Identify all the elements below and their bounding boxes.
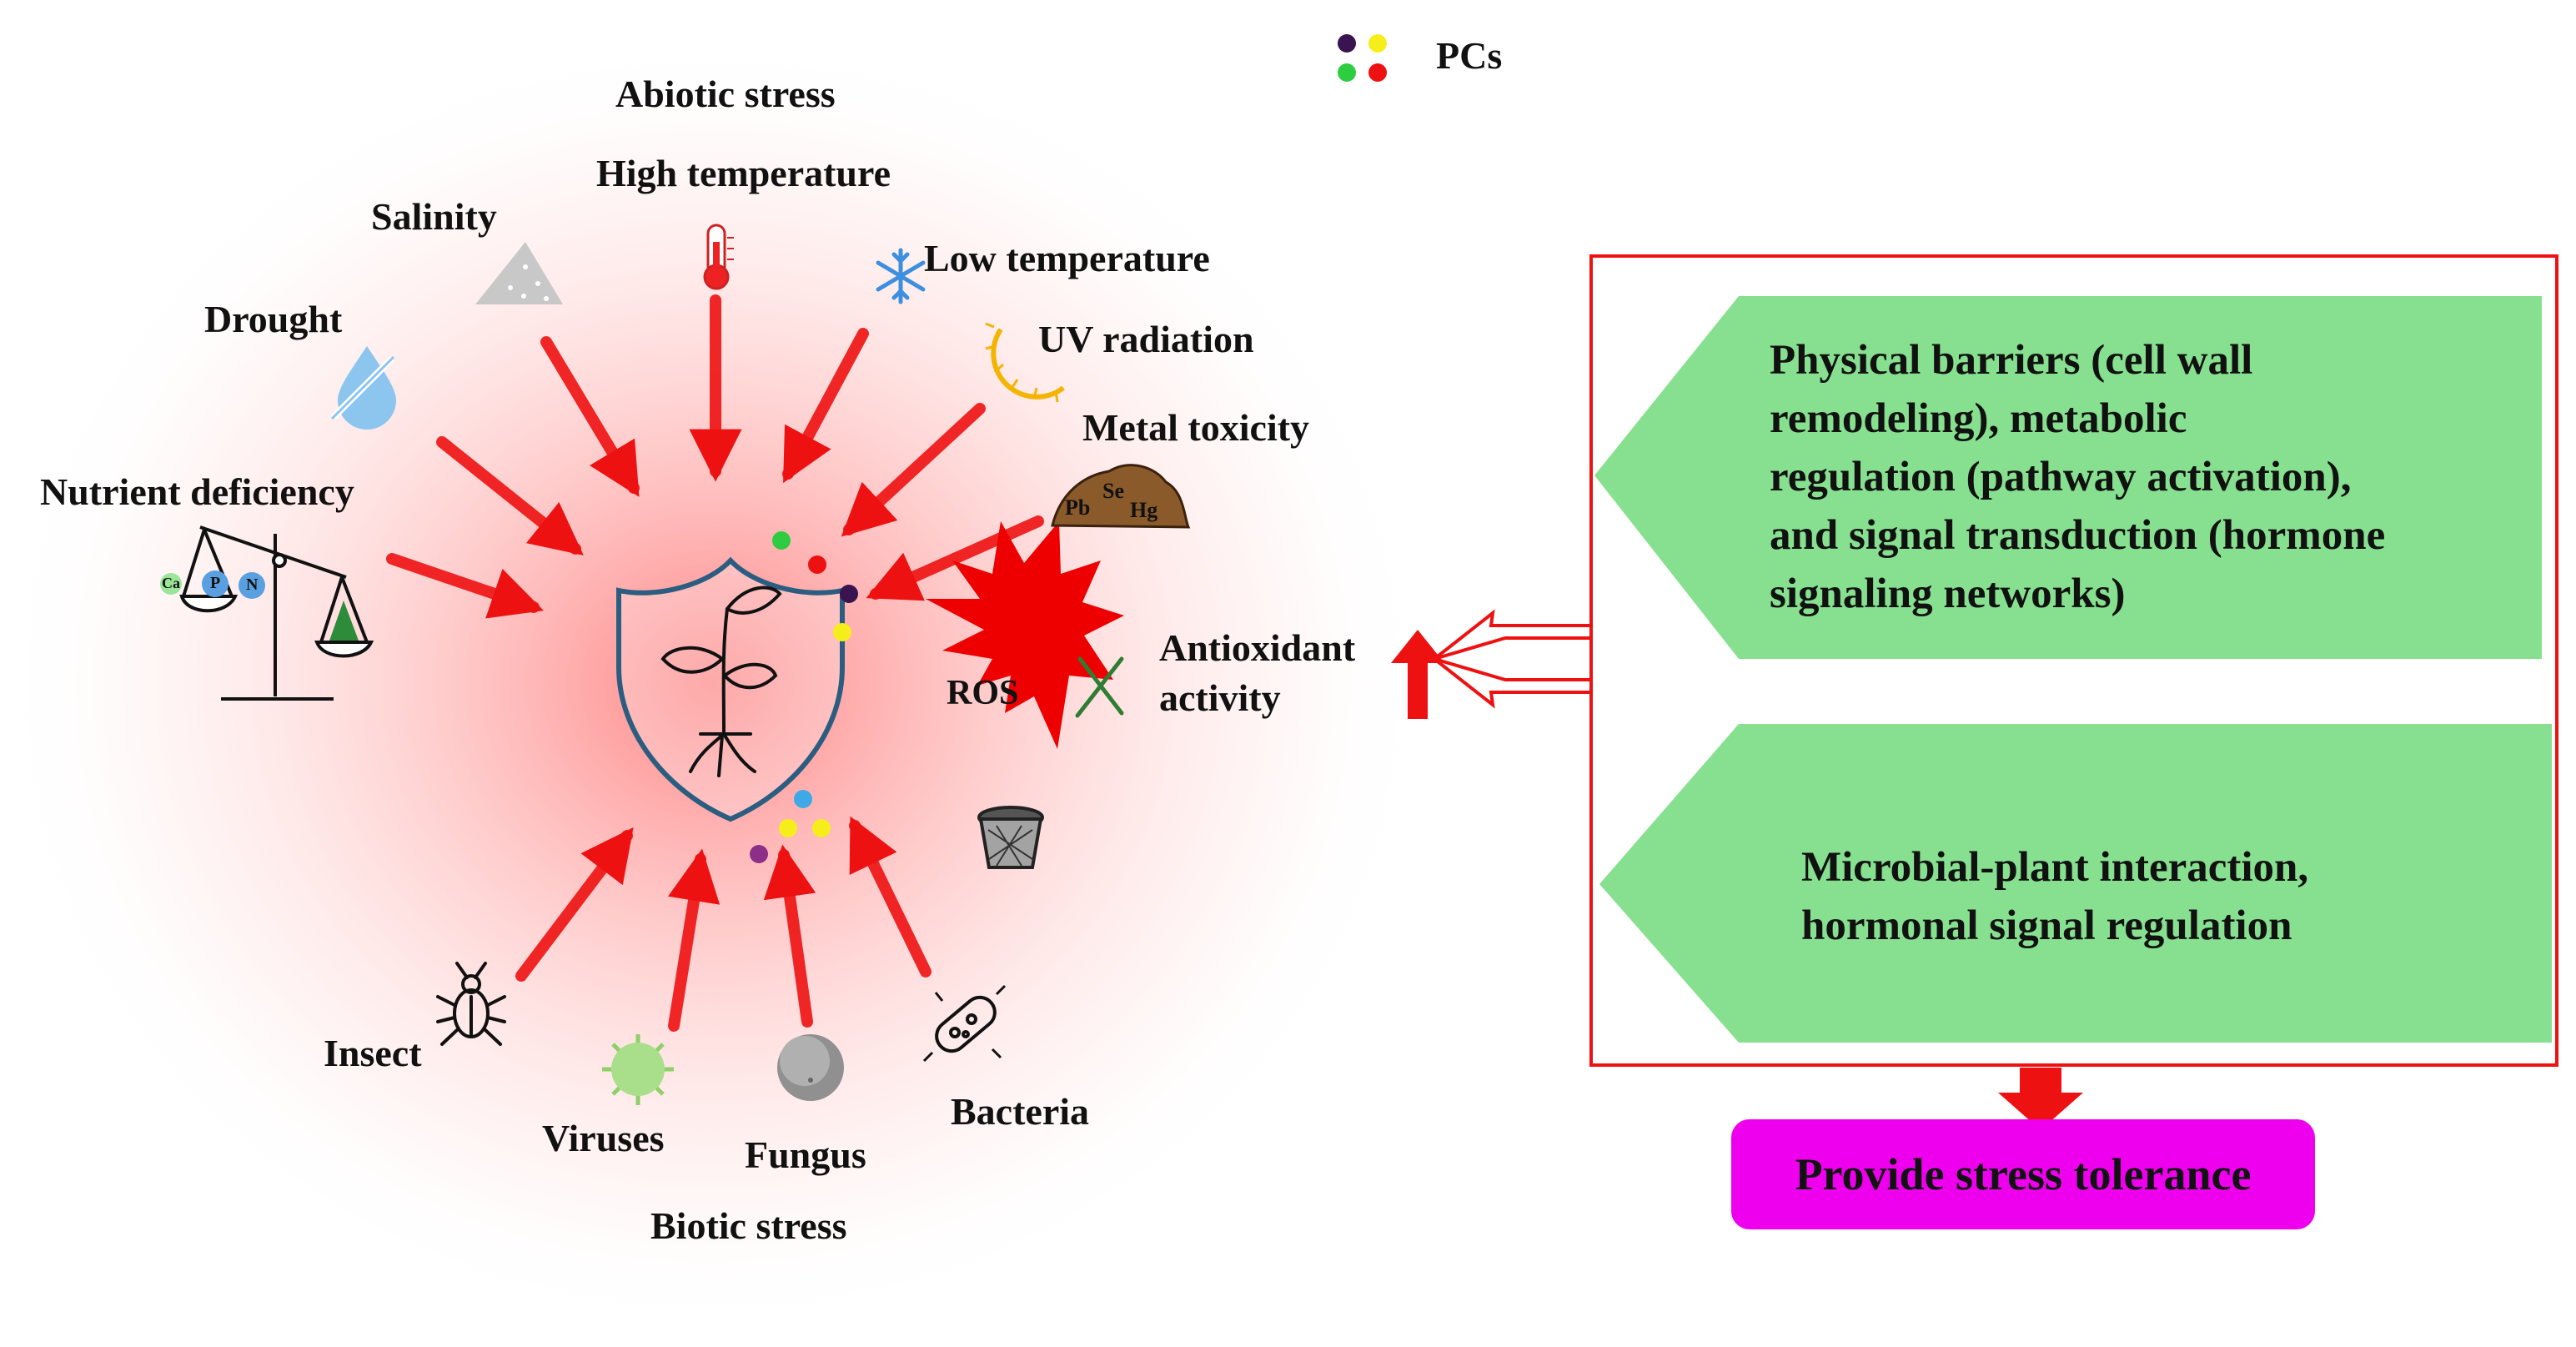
stress-arrows: [386, 294, 1044, 1032]
salt-pile-icon: [475, 242, 563, 304]
arrow-salinity: [540, 336, 640, 497]
fungus-label: Fungus: [745, 1133, 866, 1176]
mechanism-box-1-line: remodeling), metabolic: [1770, 395, 2187, 442]
result-arrow-icon: [1998, 1068, 2083, 1130]
drought-label: Drought: [204, 298, 343, 340]
thermometer-icon: [703, 224, 734, 290]
arrow-bacteria: [849, 816, 931, 978]
mechanism-box-2-text: Microbial-plant interaction, hormonal si…: [1801, 838, 2308, 955]
arrow-drought: [436, 436, 584, 555]
arrow-viruses: [667, 848, 721, 1032]
pc-dot: [750, 845, 768, 863]
legend-dots: [1338, 34, 1387, 82]
high-temperature-label: High temperature: [596, 152, 891, 194]
biotic-stress-label: Biotic stress: [650, 1204, 847, 1247]
pc-dot: [840, 585, 858, 603]
mechanism-box-1-line: signaling networks): [1770, 570, 2126, 617]
arrow-insect: [515, 827, 634, 982]
pc-dot: [779, 819, 797, 837]
fungus-icon: [777, 1034, 844, 1101]
antioxidant-label-line2: activity: [1159, 676, 1281, 719]
pc-dot: [772, 531, 791, 550]
metal-heap-icon: [1051, 464, 1191, 529]
pc-dots: [750, 531, 858, 863]
shield-plant-icon: [616, 556, 845, 822]
salinity-label: Salinity: [371, 195, 497, 238]
mechanism-box-2-line: Microbial-plant interaction,: [1801, 844, 2309, 891]
mechanism-box-1-text: Physical barriers (cell wall remodeling)…: [1770, 331, 2385, 623]
insect-icon: [436, 962, 506, 1046]
antioxidant-label-line1: Antioxidant: [1159, 626, 1356, 669]
mechanism-box-2: [1599, 724, 2552, 1043]
mechanism-box-1-line: regulation (pathway activation),: [1770, 454, 2352, 500]
trash-bin-icon: [977, 806, 1044, 869]
nutrient-symbol-n: N: [246, 575, 259, 594]
legend-label: PCs: [1436, 34, 1503, 77]
balance-scale-icon: [160, 525, 374, 701]
pc-dot: [812, 819, 831, 837]
stress-halo: [0, 33, 1430, 1334]
inhibit-x-icon: [1075, 656, 1124, 718]
mechanism-box-1: [1594, 296, 2542, 659]
nutrient-symbol-p: P: [210, 574, 221, 592]
pc-dot: [794, 790, 812, 808]
outcome-label: Provide stress tolerance: [1795, 1149, 2252, 1199]
virus-icon: [602, 1034, 674, 1105]
pc-dot: [833, 623, 851, 641]
mechanism-box-2-line: hormonal signal regulation: [1801, 902, 2292, 949]
metal-symbol-se: Se: [1102, 479, 1124, 503]
arrow-metal-toxicity: [866, 515, 1044, 601]
snowflake-icon: [876, 248, 926, 304]
uv-radiation-label: UV radiation: [1038, 318, 1254, 360]
mechanism-box-1-line: Physical barriers (cell wall: [1770, 337, 2253, 384]
arrow-low-temperature: [782, 328, 869, 484]
mechanism-outline-box: [1589, 254, 2558, 1067]
sun-icon: [985, 322, 1065, 403]
pointer-arrows: [1433, 609, 1593, 709]
nutrient-deficiency-label: Nutrient deficiency: [40, 470, 354, 513]
ros-label: ROS: [947, 674, 1019, 712]
outcome-pill: Provide stress tolerance: [1731, 1119, 2315, 1229]
increase-arrow-icon: [1391, 630, 1444, 719]
low-temperature-label: Low temperature: [924, 237, 1210, 279]
nutrient-symbol-ca: Ca: [162, 575, 180, 591]
ros-burst-icon: [926, 521, 1124, 749]
metal-symbol-pb: Pb: [1065, 495, 1091, 520]
abiotic-stress-label: Abiotic stress: [615, 73, 836, 115]
water-drop-icon: [330, 346, 396, 430]
insect-label: Insect: [324, 1032, 422, 1074]
arrow-fungus: [763, 844, 816, 1028]
pc-dot: [808, 555, 826, 574]
mechanism-box-1-line: and signal transduction (hormone: [1770, 512, 2386, 559]
arrow-nutrient-deficiency: [386, 553, 544, 619]
metal-symbol-hg: Hg: [1130, 498, 1158, 522]
bacteria-icon: [922, 984, 1007, 1063]
viruses-label: Viruses: [542, 1117, 665, 1159]
metal-toxicity-label: Metal toxicity: [1082, 406, 1310, 449]
arrow-uv-radiation: [841, 403, 986, 537]
bacteria-label: Bacteria: [951, 1090, 1090, 1133]
